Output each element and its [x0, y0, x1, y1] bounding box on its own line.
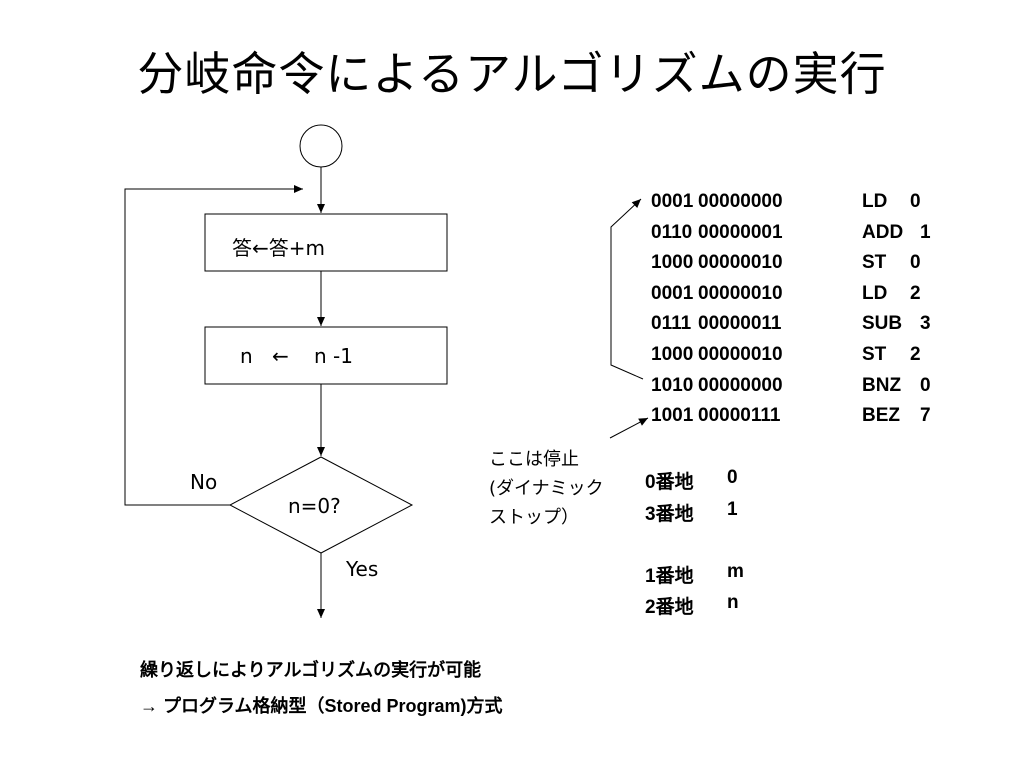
stop-note-line-1: ここは停止: [489, 449, 579, 470]
program-mnemonic: LD: [862, 191, 888, 212]
program-operand: 00000010: [698, 283, 783, 304]
process-box-answer: [204, 213, 448, 272]
decrement-right-text: n -1: [314, 344, 353, 368]
program-mnemonic: ST: [862, 344, 887, 365]
program-operand: 00000010: [698, 344, 783, 365]
program-addr: 0001: [651, 283, 694, 304]
program-arg: 2: [910, 283, 921, 304]
decrement-left-text: n: [240, 344, 253, 368]
program-arg: 3: [920, 313, 931, 334]
decision-text: n=0?: [288, 494, 341, 518]
program-mnemonic: ST: [862, 252, 887, 273]
program-addr: 0001: [651, 191, 694, 212]
program-addr: 0111: [651, 313, 692, 334]
program-arg: 1: [920, 222, 931, 243]
program-operand: 00000000: [698, 375, 783, 396]
start-circle: [299, 124, 343, 168]
memory-label-1: 1番地: [645, 566, 694, 587]
program-operand: 00000111: [698, 405, 781, 426]
program-addr: 1010: [651, 375, 694, 396]
footer-line-1: 繰り返しによりアルゴリズムの実行が可能: [140, 660, 482, 680]
memory-value-1: m: [727, 561, 744, 582]
program-operand: 00000010: [698, 252, 783, 273]
process-box-decrement: [204, 326, 448, 385]
program-mnemonic: LD: [862, 283, 888, 304]
yes-label: Yes: [346, 557, 379, 581]
page-title: 分岐命令によるアルゴリズムの実行: [137, 47, 887, 101]
program-mnemonic: BNZ: [862, 375, 902, 396]
stop-note-arrow: [609, 417, 649, 439]
memory-label-2: 2番地: [645, 597, 694, 618]
program-mnemonic: ADD: [862, 222, 904, 243]
memory-label-3: 3番地: [645, 504, 694, 525]
program-arg: 0: [920, 375, 931, 396]
program-arg: 0: [910, 252, 921, 273]
no-label: No: [190, 470, 218, 494]
process-answer-text: 答←答+m: [232, 236, 325, 260]
memory-value-2: n: [727, 592, 739, 613]
program-addr: 0110: [651, 222, 693, 243]
decrement-arrow-text: ←: [272, 344, 289, 368]
program-mnemonic: SUB: [862, 313, 903, 334]
memory-value-3: 1: [727, 499, 738, 520]
program-arg: 2: [910, 344, 921, 365]
program-operand: 00000001: [698, 222, 783, 243]
memory-label-0: 0番地: [645, 472, 694, 493]
program-addr: 1000: [651, 252, 694, 273]
footer-line-2: → プログラム格納型（Stored Program)方式: [140, 696, 503, 716]
branch-jump-arrow: [610, 198, 644, 380]
memory-value-0: 0: [727, 467, 738, 488]
stop-note-line-2: (ダイナミック: [489, 478, 604, 499]
program-operand: 00000011: [698, 313, 782, 334]
program-addr: 1001: [651, 405, 694, 426]
program-arg: 7: [920, 405, 931, 426]
program-mnemonic: BEZ: [862, 405, 900, 426]
program-addr: 1000: [651, 344, 694, 365]
loop-back-arrow: [124, 185, 303, 506]
program-operand: 00000000: [698, 191, 783, 212]
program-arg: 0: [910, 191, 921, 212]
stop-note-line-3: ストップ）: [489, 507, 579, 528]
